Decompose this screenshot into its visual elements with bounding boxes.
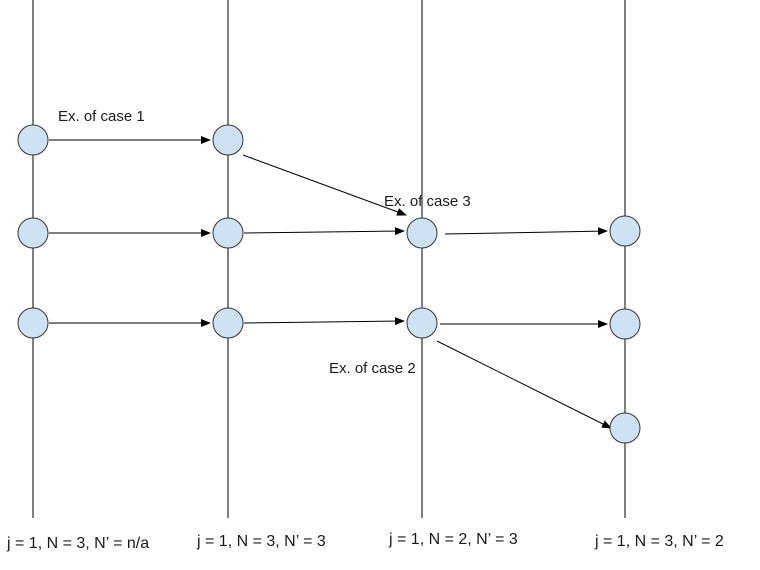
edge-l2n2-l3n1 [243,227,405,236]
edge-l2n1-l3n1 [242,154,407,216]
edge-l3n2-l4n3 [436,340,612,429]
lane-label-2: j = 1, N = 3, N’ = 3 [196,533,326,550]
node-lane3-1 [406,217,438,249]
node-lane4-1 [609,215,641,247]
node-lane1-1 [17,124,49,156]
node-lane1-2 [17,217,49,249]
node-lane2-2 [212,217,244,249]
annotation-case-1: Ex. of case 1 [58,108,145,125]
node-lane3-2 [406,307,438,339]
lane-label-1: j = 1, N = 3, N’ = n/a [6,535,149,552]
node-lane1-3 [17,307,49,339]
node-lane2-3 [212,307,244,339]
edge-l2n3-l3n2 [243,317,405,326]
edge-l3n1-l4n1 [444,227,608,236]
node-lane4-3 [609,412,641,444]
node-lane2-1 [212,124,244,156]
lane-label-4: j = 1, N = 3, N’ = 2 [594,533,724,550]
lane-label-3: j = 1, N = 2, N’ = 3 [388,531,518,548]
node-lane4-2 [609,308,641,340]
annotation-case-2: Ex. of case 2 [329,360,416,377]
annotation-case-3: Ex. of case 3 [384,193,471,210]
